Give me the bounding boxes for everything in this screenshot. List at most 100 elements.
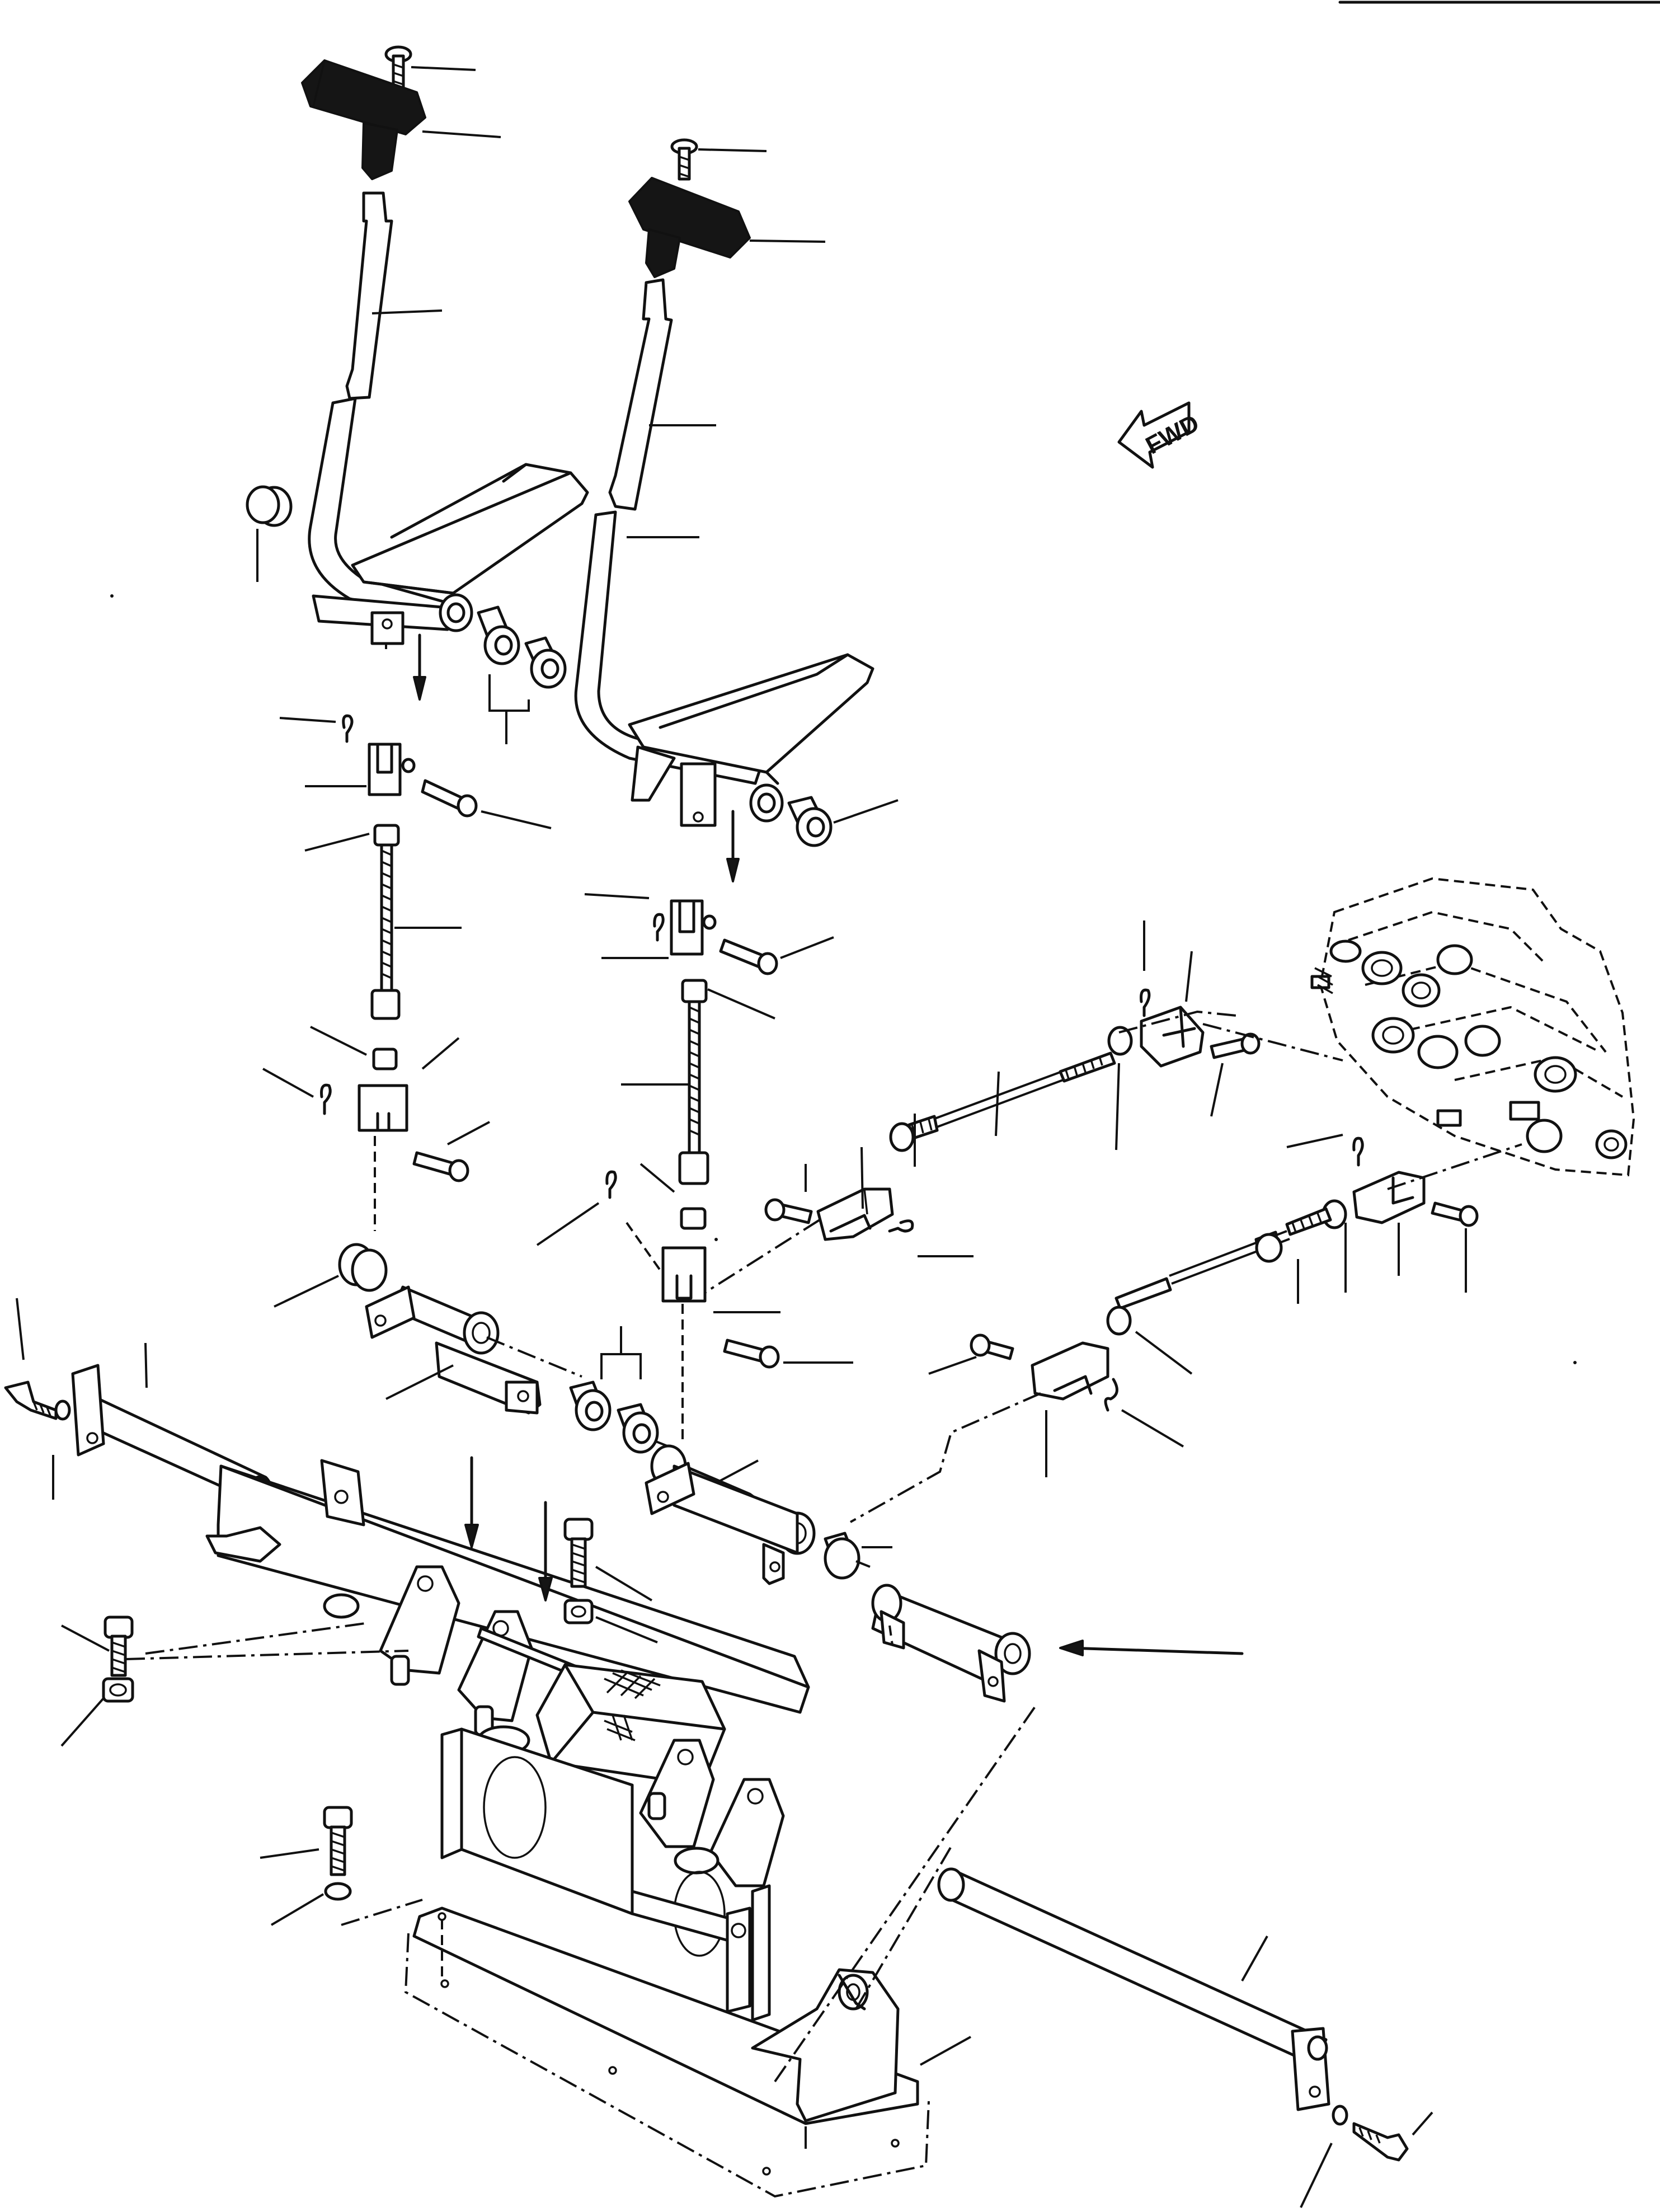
leader-line — [422, 130, 501, 138]
bushing-pair-left — [477, 605, 567, 689]
right-pedal-lever — [574, 138, 899, 882]
pivot-gusset-right — [631, 745, 676, 802]
bolt-washer-set-left — [60, 1615, 134, 1747]
leader-line — [260, 1848, 319, 1859]
shaft-flange — [71, 1364, 105, 1457]
lock-nut — [1255, 1233, 1283, 1263]
leader-line — [144, 1342, 148, 1388]
leader-line — [411, 66, 476, 71]
cross-shaft-lower — [937, 1867, 1433, 2208]
leader-line — [447, 1121, 490, 1145]
fwd-arrow-icon: FWD — [1117, 401, 1203, 469]
leader-line — [385, 1364, 454, 1400]
leader-line — [1412, 2111, 1433, 2136]
bolt-washer-set-center — [563, 1518, 658, 1643]
leader-line — [928, 1356, 977, 1375]
bolt-washer-set-lower — [260, 1806, 353, 1926]
bracket-hole — [674, 1847, 720, 1875]
leader-line — [995, 1071, 1000, 1136]
left-pedal-lever — [246, 45, 589, 744]
jam-nut — [681, 979, 708, 1003]
washer — [324, 1882, 352, 1901]
upper-valve-link — [704, 921, 1343, 1294]
leader-line — [860, 1147, 864, 1209]
leader-line — [595, 1616, 658, 1643]
leader-line — [61, 1624, 110, 1652]
leader-line — [595, 1566, 653, 1602]
clevis-lower-right — [661, 1246, 707, 1303]
leader-line — [716, 1459, 759, 1484]
leader-line — [488, 674, 530, 744]
shaft-bolt — [1352, 2122, 1409, 2162]
leader-line — [304, 833, 370, 852]
control-knob-right — [628, 177, 751, 278]
lock-washer — [1332, 2105, 1348, 2126]
leader-line — [780, 936, 834, 959]
mounting-bracket — [125, 1459, 1036, 2198]
lock-nut — [889, 1122, 915, 1152]
pedal-plate-right — [628, 653, 874, 785]
leader-line — [60, 1697, 105, 1747]
leader-line — [920, 2036, 971, 2066]
leader-line — [833, 799, 899, 824]
bracket-hole — [323, 1593, 360, 1619]
washer — [1106, 1305, 1132, 1336]
bell-crank-lower — [645, 1444, 892, 1585]
leader-line — [1241, 1936, 1268, 1981]
nut — [102, 1677, 134, 1703]
rod-clevis-upper — [816, 1187, 894, 1241]
leader-line — [279, 717, 336, 723]
leader-line — [262, 1068, 314, 1098]
leader-line — [1115, 1063, 1120, 1150]
crank-flange — [645, 1462, 695, 1515]
adjust-nut — [370, 989, 401, 1020]
pivot-tower-4 — [709, 1778, 785, 1887]
leader-line — [481, 810, 552, 829]
leader-line — [1135, 1331, 1193, 1375]
side-tab-left — [205, 1526, 281, 1563]
leader-line — [1121, 1409, 1184, 1448]
lower-valve-link — [850, 1134, 1522, 1523]
control-knob-left — [301, 59, 426, 180]
cotter-pin — [342, 714, 354, 743]
bushing-right — [787, 796, 833, 847]
crank-arm — [762, 1543, 785, 1585]
clevis-upper-left — [368, 743, 402, 796]
leader-line — [1286, 1134, 1343, 1148]
washer — [1107, 1026, 1133, 1056]
nut — [563, 1599, 594, 1624]
support-plate-right — [751, 1884, 771, 2022]
leader-line — [584, 893, 650, 899]
lever-tube-upper-left — [345, 191, 393, 400]
leader-line — [310, 1026, 367, 1056]
right-linkage-rod — [536, 893, 853, 1444]
cotter-pin — [888, 1219, 914, 1233]
cotter-pin — [1104, 1378, 1118, 1412]
lever-tube-lower-right — [574, 510, 763, 785]
bushing-pair-center — [569, 1326, 683, 1454]
floor-plate — [412, 1906, 919, 2125]
control-valve — [1310, 877, 1635, 1177]
leader-line — [371, 309, 443, 314]
leader-line — [270, 1893, 325, 1926]
bracket-lug — [320, 1459, 365, 1527]
cotter-pin — [605, 1170, 617, 1199]
shaft-bolt — [4, 1380, 58, 1420]
pivot-sleeve — [871, 1584, 1031, 1703]
leader-line — [749, 239, 826, 243]
leader-line — [1300, 2143, 1333, 2208]
valve-clevis-upper — [1140, 1006, 1205, 1068]
cotter-pin — [1352, 1136, 1364, 1167]
valve-clevis-lower — [1352, 1171, 1426, 1224]
cotter-pin — [320, 1083, 332, 1115]
leader-line — [274, 1275, 339, 1308]
leader-line — [707, 988, 775, 1020]
assembly-arrows — [464, 1456, 1244, 1656]
clevis-tab-right — [680, 762, 717, 827]
rod-clevis-lower — [1031, 1341, 1109, 1401]
knob-screw-right — [670, 138, 698, 181]
lock-washer — [54, 1399, 71, 1421]
clevis-lower-left — [358, 1084, 408, 1132]
support-plate-left — [440, 1727, 463, 1859]
